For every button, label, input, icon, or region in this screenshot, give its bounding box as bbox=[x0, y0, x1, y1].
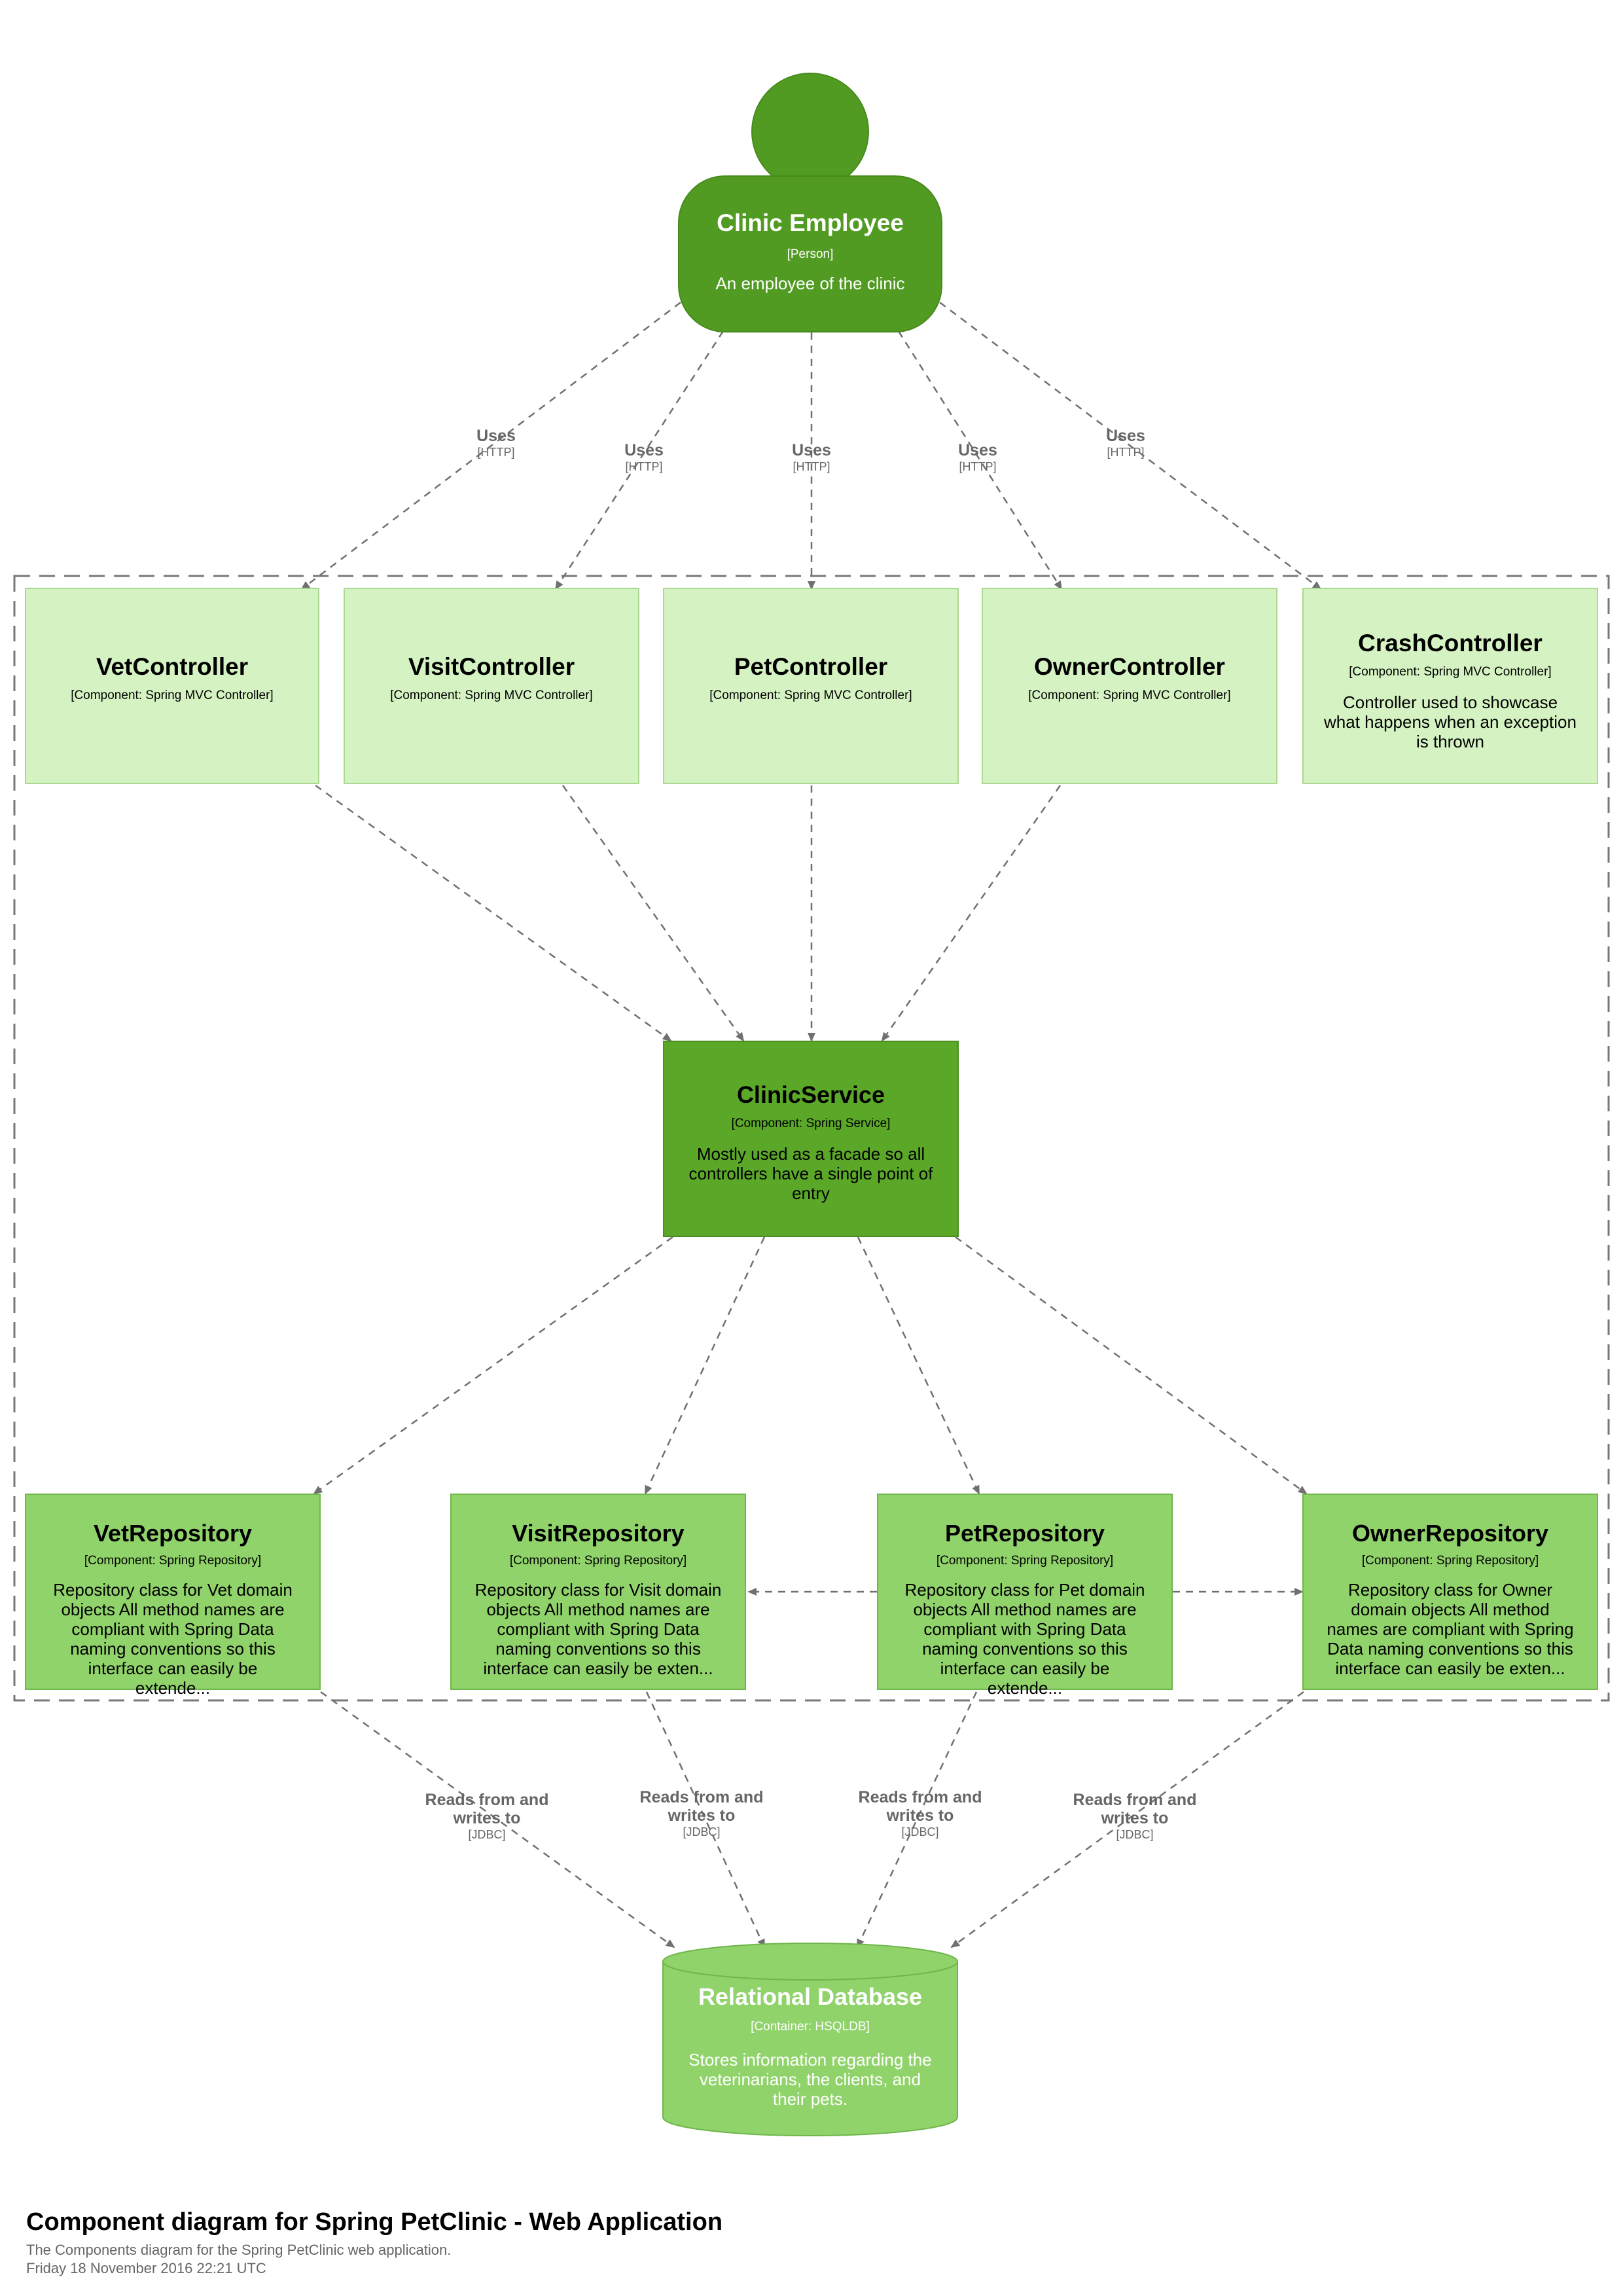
edge-label-reads-writes: Reads from and writes to [JDBC] bbox=[848, 1788, 992, 1839]
component-name: OwnerRepository bbox=[1351, 1520, 1549, 1547]
edge-label-tech: [JDBC] bbox=[468, 1828, 506, 1841]
component-name: VetController bbox=[96, 653, 249, 680]
component-name: OwnerController bbox=[1034, 653, 1225, 680]
component-name: VisitController bbox=[408, 653, 575, 680]
component-description: Repository class for Owner domain object… bbox=[1327, 1580, 1574, 1678]
edge-employee-crashcontroller bbox=[939, 302, 1322, 590]
component-tech: [Component: Spring MVC Controller] bbox=[71, 689, 274, 702]
edge-label-tech: [HTTP] bbox=[477, 446, 515, 459]
edge-label-reads-writes: Reads from and writes to [JDBC] bbox=[415, 1791, 559, 1842]
edge-label-reads-writes: Reads from and writes to [JDBC] bbox=[630, 1788, 774, 1839]
edge-label-name: Reads from and writes to bbox=[858, 1788, 982, 1825]
component-description: Mostly used as a facade so all controlle… bbox=[688, 1144, 933, 1203]
diagram-subtitle: The Components diagram for the Spring Pe… bbox=[26, 2242, 452, 2258]
component-tech: [Component: Spring MVC Controller] bbox=[1349, 665, 1552, 679]
edge-label-tech: [JDBC] bbox=[683, 1825, 721, 1839]
component-visit-controller[interactable]: VisitController [Component: Spring MVC C… bbox=[344, 588, 639, 784]
component-name: PetRepository bbox=[944, 1520, 1105, 1547]
component-tech: [Component: Spring MVC Controller] bbox=[1028, 689, 1231, 702]
diagram-date: Friday 18 November 2016 22:21 UTC bbox=[26, 2260, 266, 2276]
edge-vetcontroller-service bbox=[315, 784, 672, 1042]
component-tech: [Component: Spring MVC Controller] bbox=[390, 689, 593, 702]
edge-label-name: Uses bbox=[624, 441, 664, 459]
component-tech: [Component: Spring Repository] bbox=[1361, 1554, 1539, 1568]
edge-visitcontroller-service bbox=[562, 785, 745, 1042]
component-tech: [Component: Spring MVC Controller] bbox=[709, 689, 912, 702]
edge-label-name: Reads from and writes to bbox=[425, 1791, 549, 1827]
edge-label-uses: Uses [HTTP] bbox=[746, 441, 877, 474]
edge-service-petrepository bbox=[857, 1236, 980, 1495]
edge-label-tech: [JDBC] bbox=[901, 1825, 939, 1839]
edge-service-ownerrepository bbox=[955, 1236, 1308, 1495]
edge-label-name: Uses bbox=[476, 427, 516, 445]
edge-label-tech: [HTTP] bbox=[793, 460, 830, 473]
component-vet-controller[interactable]: VetController [Component: Spring MVC Con… bbox=[25, 588, 319, 784]
component-name: CrashController bbox=[1358, 630, 1543, 656]
component-pet-controller[interactable]: PetController [Component: Spring MVC Con… bbox=[663, 588, 959, 784]
person-head-shape bbox=[751, 73, 869, 190]
component-clinic-service[interactable]: ClinicService [Component: Spring Service… bbox=[663, 1041, 959, 1237]
edge-service-vetrepository bbox=[313, 1236, 673, 1495]
edge-label-reads-writes: Reads from and writes to [JDBC] bbox=[1063, 1791, 1207, 1842]
component-owner-controller[interactable]: OwnerController [Component: Spring MVC C… bbox=[982, 588, 1277, 784]
edge-label-name: Reads from and writes to bbox=[1073, 1791, 1197, 1827]
container-boundary bbox=[13, 575, 1610, 1702]
edge-label-tech: [HTTP] bbox=[959, 460, 997, 473]
edge-employee-vetcontroller bbox=[300, 302, 681, 590]
database-description: Stores information regarding the veterin… bbox=[688, 2050, 932, 2109]
component-name: VetRepository bbox=[93, 1520, 253, 1547]
edge-label-tech: [HTTP] bbox=[1107, 446, 1145, 459]
database-tech: [Container: HSQLDB] bbox=[751, 2020, 870, 2034]
component-tech: [Component: Spring Repository] bbox=[936, 1554, 1114, 1568]
edge-ownercontroller-service bbox=[881, 785, 1061, 1042]
edge-label-name: Uses bbox=[792, 441, 831, 459]
edge-label-tech: [JDBC] bbox=[1116, 1828, 1154, 1841]
edge-service-visitrepository bbox=[644, 1236, 766, 1495]
person-description: An employee of the clinic bbox=[715, 274, 905, 293]
person-type: [Person] bbox=[787, 247, 834, 261]
edge-employee-ownercontroller bbox=[897, 331, 1063, 590]
edge-label-uses: Uses [HTTP] bbox=[579, 441, 709, 474]
component-tech: [Component: Spring Repository] bbox=[509, 1554, 687, 1568]
person-clinic-employee[interactable] bbox=[678, 175, 942, 332]
component-description: Repository class for Visit domain object… bbox=[474, 1580, 722, 1678]
diagram-title: Component diagram for Spring PetClinic -… bbox=[26, 2208, 723, 2236]
edge-label-tech: [HTTP] bbox=[625, 460, 663, 473]
database-cylinder bbox=[662, 1943, 958, 2136]
container-relational-database[interactable]: Relational Database [Container: HSQLDB] … bbox=[663, 1983, 957, 2109]
component-owner-repository[interactable]: OwnerRepository [Component: Spring Repos… bbox=[1302, 1494, 1598, 1690]
edge-ownerrepository-database bbox=[950, 1691, 1304, 1948]
edge-label-name: Uses bbox=[958, 441, 997, 459]
edge-label-uses: Uses [HTTP] bbox=[1060, 427, 1191, 459]
component-tech: [Component: Spring Service] bbox=[731, 1117, 891, 1130]
component-tech: [Component: Spring Repository] bbox=[84, 1554, 262, 1568]
component-name: ClinicService bbox=[736, 1081, 885, 1108]
component-name: PetController bbox=[734, 653, 888, 680]
component-vet-repository[interactable]: VetRepository [Component: Spring Reposit… bbox=[25, 1494, 321, 1698]
component-name: VisitRepository bbox=[512, 1520, 685, 1547]
component-visit-repository[interactable]: VisitRepository [Component: Spring Repos… bbox=[450, 1494, 746, 1690]
component-pet-repository[interactable]: PetRepository [Component: Spring Reposit… bbox=[877, 1494, 1173, 1698]
component-description: Controller used to showcase what happens… bbox=[1324, 692, 1577, 751]
diagram-footer: Component diagram for Spring PetClinic -… bbox=[26, 2208, 1335, 2277]
person-name: Clinic Employee bbox=[717, 209, 904, 236]
component-crash-controller[interactable]: CrashController [Component: Spring MVC C… bbox=[1302, 588, 1598, 784]
component-description: Repository class for Pet domain objects … bbox=[904, 1580, 1145, 1698]
edge-label-uses: Uses [HTTP] bbox=[431, 427, 562, 459]
edge-label-name: Reads from and writes to bbox=[639, 1788, 764, 1825]
edge-label-name: Uses bbox=[1106, 427, 1145, 445]
component-description: Repository class for Vet domain objects … bbox=[53, 1580, 293, 1698]
edge-label-uses: Uses [HTTP] bbox=[912, 441, 1043, 474]
person-label: Clinic Employee [Person] An employee of … bbox=[678, 209, 942, 293]
database-name: Relational Database bbox=[698, 1983, 923, 2010]
